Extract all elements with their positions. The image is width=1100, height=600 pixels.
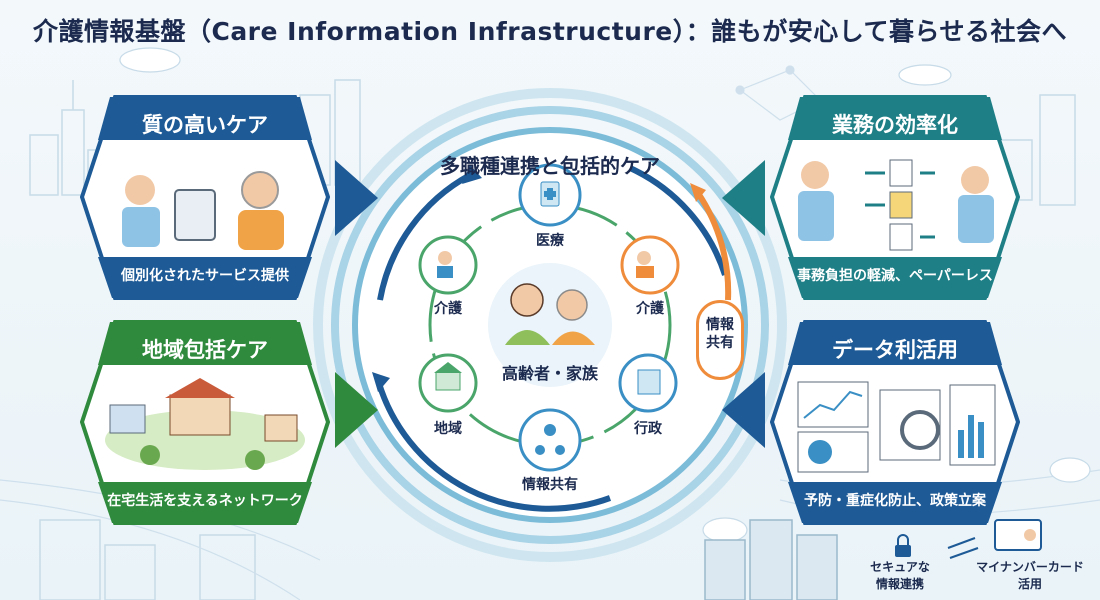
- node-care-left: 介護: [434, 301, 462, 317]
- node-care-right: 介護: [636, 301, 664, 317]
- node-info-share: 情報共有: [522, 477, 578, 493]
- card-efficiency: 業務の効率化 事務負担の軽減、ペーパーレス: [770, 95, 1020, 300]
- mynumber-caption: マイナンバーカード 活用: [976, 560, 1084, 591]
- secure-link-caption: セキュアな 情報連携: [870, 560, 930, 591]
- card-efficiency-shape: [770, 95, 1020, 300]
- info-share-badge-text: 情報 共有: [706, 317, 734, 351]
- center-label: 高齢者・家族: [501, 364, 598, 383]
- node-medical: 医療: [536, 233, 564, 249]
- card-data-shape: [770, 320, 1020, 525]
- page-title: 介護情報基盤（Care Information Infrastructure）：…: [32, 17, 1068, 46]
- card-efficiency-caption: 事務負担の軽減、ペーパーレス: [797, 268, 993, 284]
- ring-title: 多職種連携と包括的ケア: [440, 154, 660, 178]
- card-community-caption: 在宅生活を支えるネットワーク: [107, 493, 303, 509]
- card-data-title: データ利活用: [832, 338, 958, 362]
- card-community-shape: [80, 320, 330, 525]
- card-quality-care: 質の高いケア 個別化されたサービス提供: [80, 95, 330, 300]
- node-region: 地域: [434, 421, 462, 437]
- card-data-caption: 予防・重症化防止、政策立案: [804, 493, 986, 509]
- card-community-care: 地域包括ケア 在宅生活を支えるネットワーク: [80, 320, 330, 525]
- card-quality-shape: [80, 95, 330, 300]
- card-data-use: データ利活用 予防・重症化防止、政策立案: [770, 320, 1020, 525]
- card-quality-title: 質の高いケア: [142, 113, 268, 137]
- card-efficiency-title: 業務の効率化: [832, 113, 958, 137]
- card-quality-caption: 個別化されたサービス提供: [121, 268, 289, 284]
- card-community-title: 地域包括ケア: [142, 338, 268, 362]
- info-share-badge: 情報 共有: [696, 300, 744, 380]
- node-admin: 行政: [634, 421, 662, 437]
